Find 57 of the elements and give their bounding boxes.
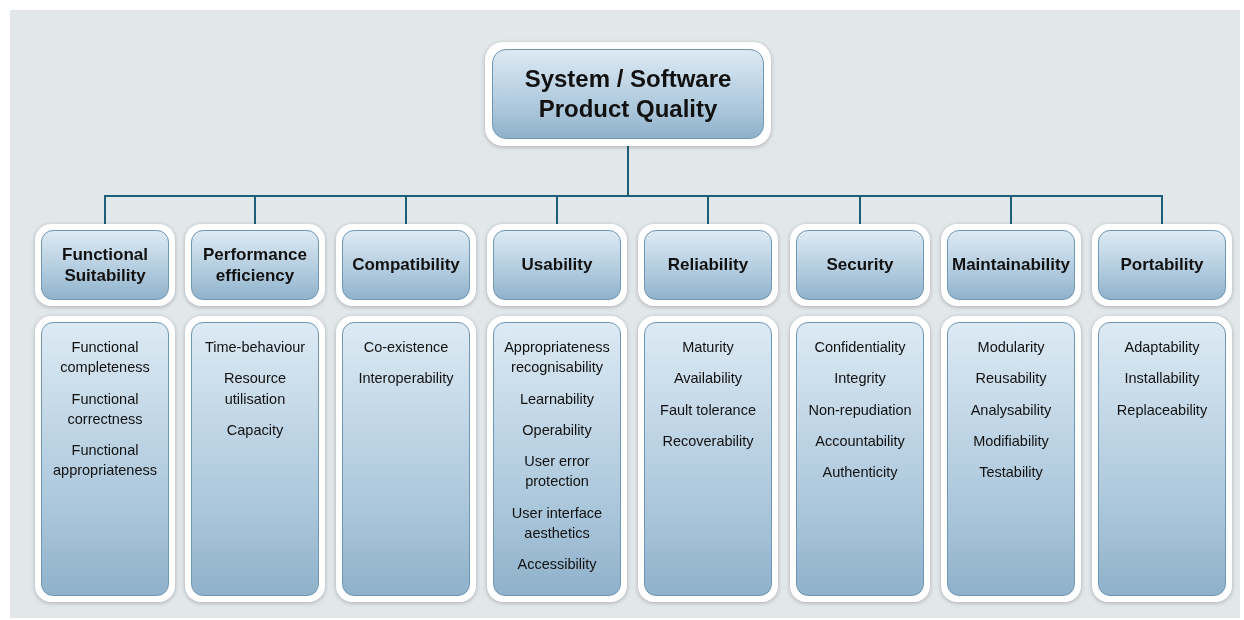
item-text: Analysability <box>970 400 1052 420</box>
category-box <box>1092 224 1232 306</box>
item-text: Appropriateness recognisability <box>503 338 611 378</box>
item-text: Fault tolerance <box>660 400 756 420</box>
category-box <box>336 224 476 306</box>
item-text: User error protection <box>523 452 591 492</box>
item-text: Time-behaviour <box>204 338 306 357</box>
item-text: Operability <box>522 420 592 440</box>
subcharacteristic-box <box>790 316 930 602</box>
item-text: Functional completeness <box>59 338 151 378</box>
item-text: Reusability <box>975 369 1047 389</box>
heading-text: Usability <box>521 254 593 276</box>
item-text: Accessibility <box>517 555 597 575</box>
subcharacteristic-box <box>185 316 325 602</box>
item-text: Replaceability <box>1116 400 1208 420</box>
item-text: Co-existence <box>363 338 449 357</box>
item-text: Capacity <box>226 420 284 440</box>
item-text: Availability <box>673 369 743 389</box>
item-text: Interoperability <box>358 369 454 389</box>
heading-text: Reliability <box>667 254 749 276</box>
item-text: Functional correctness <box>66 389 144 429</box>
item-text: Modifiability <box>973 431 1049 451</box>
category-box <box>790 224 930 306</box>
item-text: Resource utilisation <box>222 369 288 409</box>
item-text: Non-repudiation <box>808 400 912 420</box>
heading-text: System / Software Product Quality <box>523 64 733 124</box>
item-text: User interface aesthetics <box>510 503 604 544</box>
item-text: Integrity <box>834 369 886 389</box>
root-box <box>485 42 771 146</box>
heading-text: Portability <box>1120 254 1204 276</box>
heading-text: Maintainability <box>952 254 1071 276</box>
category-box <box>638 224 778 306</box>
subcharacteristic-box <box>638 316 778 602</box>
item-text: Accountability <box>815 431 905 451</box>
item-text: Functional appropriateness <box>52 441 158 481</box>
subcharacteristic-box <box>336 316 476 602</box>
item-text: Authenticity <box>822 463 898 483</box>
category-box <box>487 224 627 306</box>
subcharacteristic-box <box>487 316 627 602</box>
item-text: Confidentiality <box>814 338 906 357</box>
heading-text: Compatibility <box>352 254 460 276</box>
item-text: Adaptability <box>1124 338 1200 357</box>
item-text: Installability <box>1124 369 1200 389</box>
item-text: Learnability <box>519 389 595 409</box>
category-box <box>35 224 175 306</box>
heading-text: Functional Suitability <box>61 243 149 287</box>
item-text: Modularity <box>977 338 1045 357</box>
item-text: Recoverability <box>662 431 754 451</box>
heading-text: Security <box>826 254 894 276</box>
heading-text: Performance efficiency <box>202 243 308 287</box>
category-box <box>185 224 325 306</box>
subcharacteristic-box <box>35 316 175 602</box>
subcharacteristic-box <box>941 316 1081 602</box>
item-text: Testability <box>979 463 1043 483</box>
item-text: Maturity <box>682 338 734 357</box>
category-box <box>941 224 1081 306</box>
subcharacteristic-box <box>1092 316 1232 602</box>
